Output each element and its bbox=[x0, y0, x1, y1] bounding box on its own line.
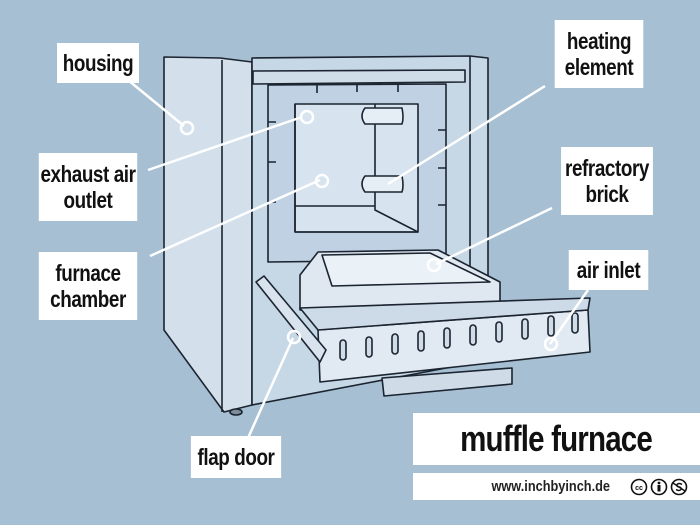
label-chamber-line2: chamber bbox=[50, 286, 126, 312]
label-chamber-line1: furnace bbox=[55, 260, 121, 286]
title-banner: muffle furnace bbox=[413, 413, 700, 465]
label-heating-line1: heating bbox=[566, 28, 632, 54]
label-exhaust-line2: outlet bbox=[63, 187, 113, 213]
housing-side bbox=[163, 56, 253, 413]
label-flap-door-text: flap door bbox=[197, 444, 275, 470]
label-heating-element: heating element bbox=[554, 20, 644, 88]
svg-text:cc: cc bbox=[635, 485, 643, 492]
pointer-exhaust bbox=[299, 109, 315, 125]
cc-icon: cc bbox=[630, 478, 648, 495]
credit-banner: www.inchbyinch.de cc bbox=[413, 473, 700, 500]
label-exhaust-line1: exhaust air bbox=[40, 161, 136, 187]
diagram-title: muffle furnace bbox=[460, 418, 654, 459]
refractory-brick-shape bbox=[321, 252, 491, 287]
label-furnace-chamber: furnace chamber bbox=[38, 252, 138, 320]
label-brick-line2: brick bbox=[585, 181, 629, 207]
credit-url: www.inchbyinch.de bbox=[490, 478, 610, 495]
pointer-flap-door bbox=[286, 329, 302, 345]
label-air-inlet: air inlet bbox=[568, 250, 649, 290]
pointer-brick bbox=[426, 257, 442, 273]
label-air-inlet-text: air inlet bbox=[576, 257, 641, 283]
label-housing: housing bbox=[57, 43, 139, 83]
license-icons: cc bbox=[630, 478, 688, 496]
by-attribution-icon bbox=[650, 478, 668, 495]
pointer-housing bbox=[179, 120, 195, 136]
label-exhaust-air-outlet: exhaust air outlet bbox=[38, 153, 138, 221]
label-housing-text: housing bbox=[62, 50, 134, 76]
nc-noncommercial-icon bbox=[670, 478, 688, 495]
label-refractory-brick: refractory brick bbox=[561, 147, 653, 215]
pointer-chamber bbox=[314, 173, 330, 189]
label-heating-line2: element bbox=[564, 54, 634, 80]
label-flap-door: flap door bbox=[190, 436, 282, 478]
pointer-air-inlet bbox=[543, 336, 559, 352]
label-brick-line1: refractory bbox=[565, 155, 649, 181]
